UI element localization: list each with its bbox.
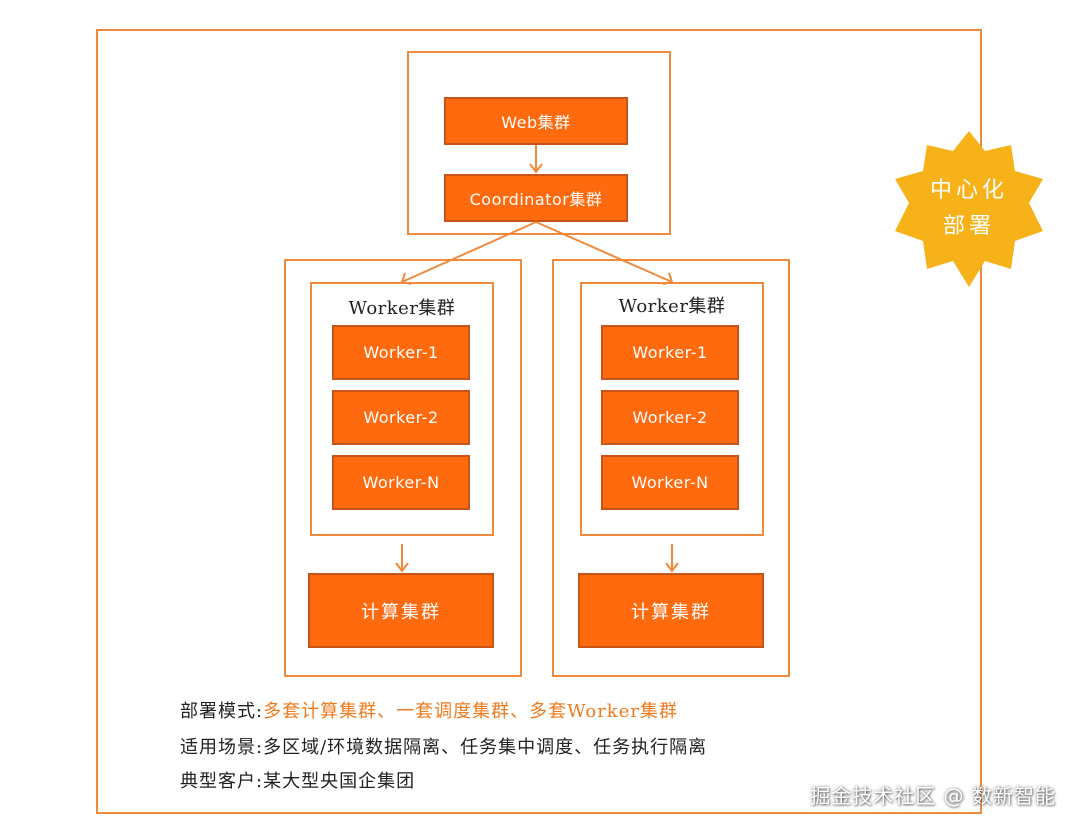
deployment-mode-value: 多套计算集群、一套调度集群、多套Worker集群 (263, 701, 678, 722)
customer-value: 某大型央国企集团 (263, 771, 416, 792)
right-compute-cluster-box: 计算集群 (578, 573, 764, 648)
starburst-shape (895, 131, 1043, 287)
right-worker-cluster-title: Worker集群 (618, 296, 726, 317)
source-watermark-text: 掘金技术社区 @ 数新智能 (810, 784, 1056, 808)
right-worker-2-box: Worker-2 (601, 390, 739, 445)
web-cluster-box: Web集群 (444, 97, 628, 145)
deployment-mode-line: 部署模式:多套计算集群、一套调度集群、多套Worker集群 (180, 697, 678, 723)
scenario-value: 多区域/环境数据隔离、任务集中调度、任务执行隔离 (263, 737, 708, 758)
badge-line-1: 中心化 (929, 178, 1008, 203)
right-group-frame (552, 259, 790, 677)
customer-line: 典型客户:某大型央国企集团 (180, 767, 415, 793)
left-worker-n-box: Worker-N (332, 455, 470, 510)
scenario-line: 适用场景:多区域/环境数据隔离、任务集中调度、任务执行隔离 (180, 733, 707, 759)
coordinator-to-left-arrow (401, 221, 537, 283)
right-worker-n-box: Worker-N (601, 455, 739, 510)
centralized-deployment-badge: 中心化 部署 (893, 131, 1045, 287)
customer-label: 典型客户: (180, 771, 264, 792)
left-worker-2-box: Worker-2 (332, 390, 470, 445)
outer-frame (96, 29, 982, 814)
scheduler-frame (407, 51, 671, 235)
scenario-label: 适用场景: (180, 737, 264, 758)
deployment-mode-label: 部署模式: (180, 701, 264, 722)
left-worker-cluster-title: Worker集群 (348, 298, 456, 319)
coordinator-to-right-arrow (535, 221, 673, 283)
left-group-frame (284, 259, 522, 677)
badge-line-2: 部署 (942, 214, 995, 239)
left-compute-cluster-box: 计算集群 (308, 573, 494, 648)
left-worker-1-box: Worker-1 (332, 325, 470, 380)
right-worker-1-box: Worker-1 (601, 325, 739, 380)
coordinator-cluster-box: Coordinator集群 (444, 174, 628, 222)
